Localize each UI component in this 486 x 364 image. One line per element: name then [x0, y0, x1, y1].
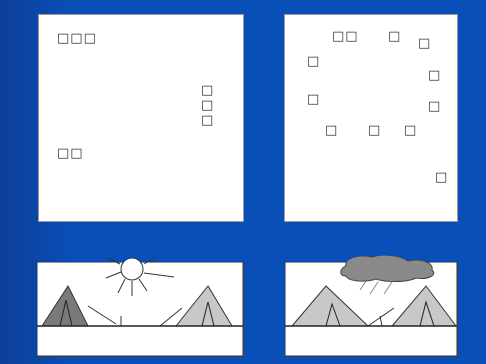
- glyph-group: □: [307, 55, 320, 68]
- glyph-group: □□: [57, 147, 84, 160]
- glyph-group: □: [418, 37, 431, 50]
- glyph-group: □: [368, 124, 381, 137]
- glyph-group: □□: [332, 30, 359, 43]
- glyph-group: □: [307, 93, 320, 106]
- glyph-group: □: [404, 124, 417, 137]
- glyph-group: □: [428, 69, 441, 82]
- top-left-panel: □□□ □ □ □ □□: [38, 14, 244, 222]
- glyph-group: □□□: [57, 32, 97, 45]
- glyph-group: □: [428, 100, 441, 113]
- glyph-group: □: [435, 171, 448, 184]
- glyph-group: □: [388, 30, 401, 43]
- glyph-group: □ □ □: [201, 83, 213, 128]
- top-right-panel: □□ □ □ □ □ □ □ □ □ □ □: [284, 14, 458, 222]
- bottom-left-scene: [36, 250, 246, 358]
- glyph-group: □: [325, 124, 338, 137]
- bottom-right-scene: [284, 250, 460, 358]
